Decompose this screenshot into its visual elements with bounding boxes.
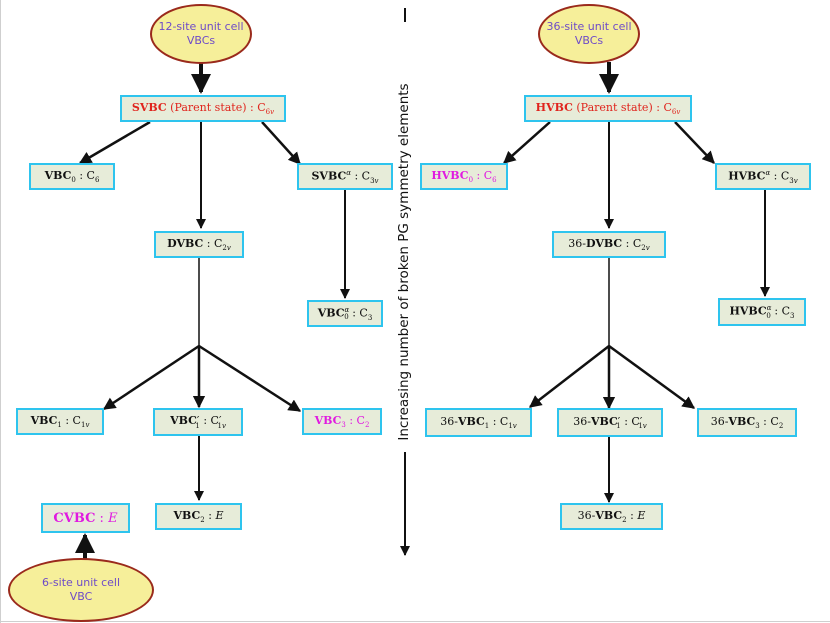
source-6-site-ellipse: 6-site unit cell VBC <box>8 558 154 622</box>
hvbc-parent-box: HVBC (Parent state) : C6v <box>524 95 692 122</box>
vbc1-prime-box: VBC′1 : C′1v <box>153 408 243 436</box>
vbc1-box: VBC1 : C1v <box>16 408 104 435</box>
source-12-site-line2: VBCs <box>186 34 216 47</box>
vbc2-36-box: 36-VBC2 : E <box>560 503 663 530</box>
svbc-alpha-box: SVBCα : C3v <box>297 163 393 190</box>
vbc1-prime-36-box: 36-VBC′1 : C′1v <box>557 408 663 437</box>
source-12-site-ellipse: 12-site unit cell VBCs <box>150 4 252 64</box>
vbc0-alpha-box: VBCα0 : C3 <box>307 300 383 327</box>
hvbc-alpha-box: HVBCα : C3v <box>715 163 811 190</box>
vbc1-36-box: 36-VBC1 : C1v <box>425 408 532 437</box>
frame-left <box>0 0 1 623</box>
vbc0-box: VBC0 : C6 <box>29 163 115 190</box>
source-36-site-line1: 36-site unit cell <box>546 20 632 33</box>
frame-bottom <box>0 621 830 622</box>
hvbc0-alpha-box: HVBCα0 : C3 <box>718 298 806 326</box>
cvbc-box: CVBC : E <box>41 503 130 533</box>
svbc-parent-box: SVBC (Parent state) : C6v <box>120 95 286 122</box>
source-12-site-line1: 12-site unit cell <box>158 20 244 33</box>
hvbc0-box: HVBC0 : C6 <box>420 163 508 190</box>
source-36-site-ellipse: 36-site unit cell VBCs <box>538 4 640 64</box>
axis-label: Increasing number of broken PG symmetry … <box>396 83 412 441</box>
vbc3-box: VBC3 : C2 <box>302 408 382 435</box>
svbc-parent-label: Parent state <box>174 100 243 114</box>
source-6-site-line2: VBC <box>69 590 93 603</box>
hvbc-parent-label: Parent state <box>580 100 649 114</box>
dvbc-box: DVBC : C2v <box>154 231 244 258</box>
source-6-site-line1: 6-site unit cell <box>41 576 121 589</box>
vbc2-box: VBC2 : E <box>155 503 242 530</box>
source-36-site-line2: VBCs <box>574 34 604 47</box>
vbc3-36-box: 36-VBC3 : C2 <box>697 408 797 437</box>
dvbc-36-box: 36-DVBC : C2v <box>552 231 666 258</box>
